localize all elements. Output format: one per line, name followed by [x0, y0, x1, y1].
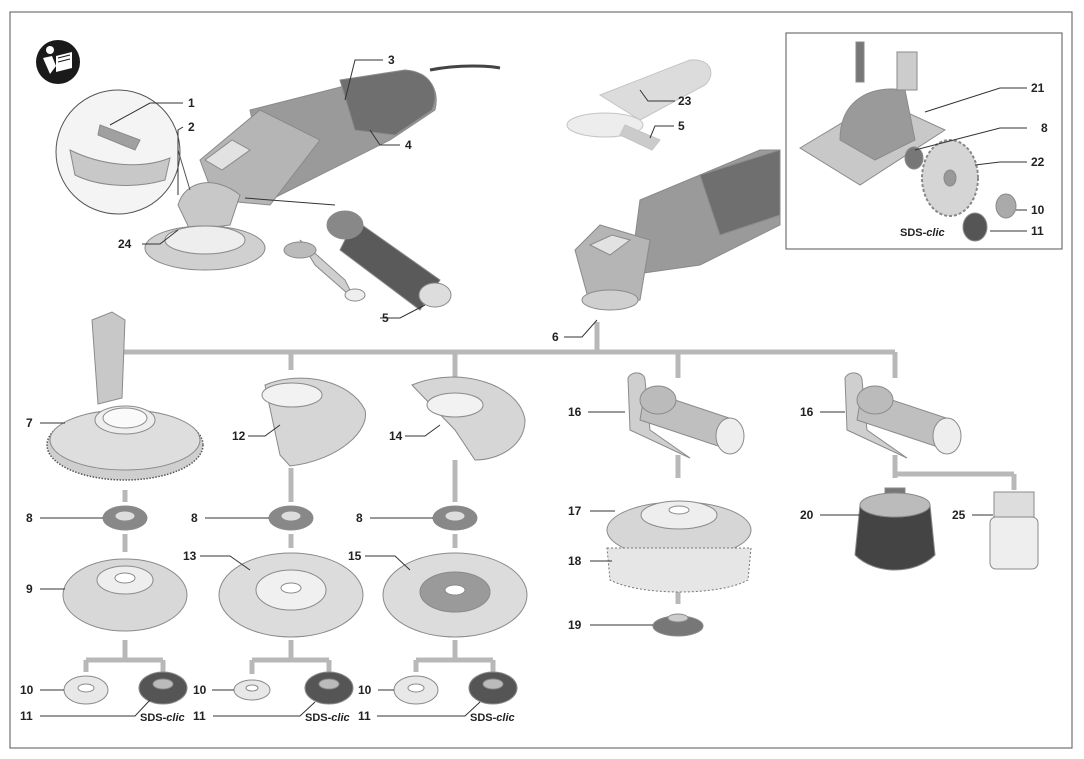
sanding-assembly: [606, 372, 752, 637]
label-13: 13: [183, 549, 197, 563]
label-11b: 11: [193, 709, 206, 723]
grinder-small-faded: [566, 59, 712, 151]
grinding-discs: [62, 552, 528, 638]
label-14: 14: [389, 429, 403, 443]
clamping-nuts: [63, 671, 518, 705]
dust-extraction-guard: [46, 311, 204, 481]
cutting-guard-inset-parts: [799, 41, 1017, 242]
label-23: 23: [678, 94, 692, 108]
detail-magnifier: [55, 89, 191, 215]
label-19: 19: [568, 618, 582, 632]
label-16a: 16: [568, 405, 582, 419]
label-8c: 8: [356, 511, 363, 525]
label-10b: 10: [193, 683, 207, 697]
read-manual-icon: [36, 40, 80, 84]
label-17: 17: [568, 504, 582, 518]
label-11d: 11: [1031, 224, 1044, 238]
label-16b: 16: [800, 405, 814, 419]
label-8b: 8: [191, 511, 198, 525]
label-6: 6: [552, 330, 559, 344]
label-22: 22: [1031, 155, 1045, 169]
sds-clic-mark-inset: SDS-clic: [900, 227, 945, 239]
label-8d: 8: [1041, 121, 1048, 135]
label-8a: 8: [26, 511, 33, 525]
label-20: 20: [800, 508, 814, 522]
label-11c: 11: [358, 709, 371, 723]
part-number-labels: 1 2 3 4 5 23 5 24 6 21 8 22 10 11 7 12 1…: [20, 53, 1048, 723]
main-angle-grinder: [144, 64, 501, 271]
label-3: 3: [388, 53, 395, 67]
label-11a: 11: [20, 709, 33, 723]
brush-assembly: [844, 372, 1039, 571]
label-18: 18: [568, 554, 582, 568]
label-12: 12: [232, 429, 246, 443]
label-1: 1: [188, 96, 195, 110]
label-15: 15: [348, 549, 362, 563]
label-4: 4: [405, 138, 412, 152]
label-2: 2: [188, 120, 195, 134]
label-10c: 10: [358, 683, 372, 697]
label-5a: 5: [382, 311, 389, 325]
label-21: 21: [1031, 81, 1045, 95]
sds-clic-mark-col3: SDS-clic: [470, 712, 515, 724]
sds-clic-mark-col1: SDS-clic: [140, 712, 185, 724]
label-25: 25: [952, 508, 966, 522]
protection-guard-12: [261, 377, 367, 467]
protection-guard-14: [411, 376, 526, 461]
auxiliary-handles: [244, 197, 452, 311]
label-10d: 10: [1031, 203, 1045, 217]
label-24: 24: [118, 237, 132, 251]
grinder-center: [574, 149, 781, 311]
label-9: 9: [26, 582, 33, 596]
sds-clic-mark-col2: SDS-clic: [305, 712, 350, 724]
inset-box-cutting-guard: [785, 32, 1063, 250]
mounting-flanges: [102, 505, 478, 531]
sds-clic-marks: SDS-clic SDS-clic SDS-clic SDS-clic: [140, 227, 945, 724]
page-frame: [9, 11, 1073, 749]
label-5b: 5: [678, 119, 685, 133]
label-10a: 10: [20, 683, 34, 697]
label-7: 7: [26, 416, 33, 430]
leader-lines: [40, 59, 1027, 717]
